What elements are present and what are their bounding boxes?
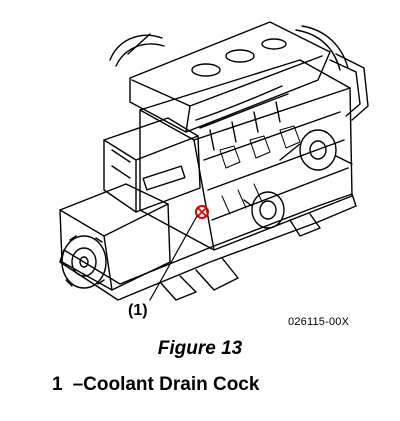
heat-exchanger xyxy=(103,117,201,213)
coolant-drain-cock-marker xyxy=(195,205,209,219)
engine-details xyxy=(219,125,301,215)
engine-illustration xyxy=(59,21,369,301)
alternator xyxy=(279,129,353,171)
reference-code: 026115-00X xyxy=(288,316,350,328)
fuel-lines xyxy=(195,85,289,151)
legend-number: 1 xyxy=(52,374,63,395)
callout-label: (1) xyxy=(128,302,148,319)
transmission-housing xyxy=(59,183,171,291)
valve-cover xyxy=(129,21,331,133)
coolant-hoses xyxy=(109,25,369,121)
legend-text: –Coolant Drain Cock xyxy=(72,374,260,395)
callout-leader-line xyxy=(149,215,198,301)
legend-item: 1 –Coolant Drain Cock xyxy=(52,374,259,396)
oil-filter xyxy=(243,191,285,229)
figure-caption: Figure 13 xyxy=(157,338,243,359)
